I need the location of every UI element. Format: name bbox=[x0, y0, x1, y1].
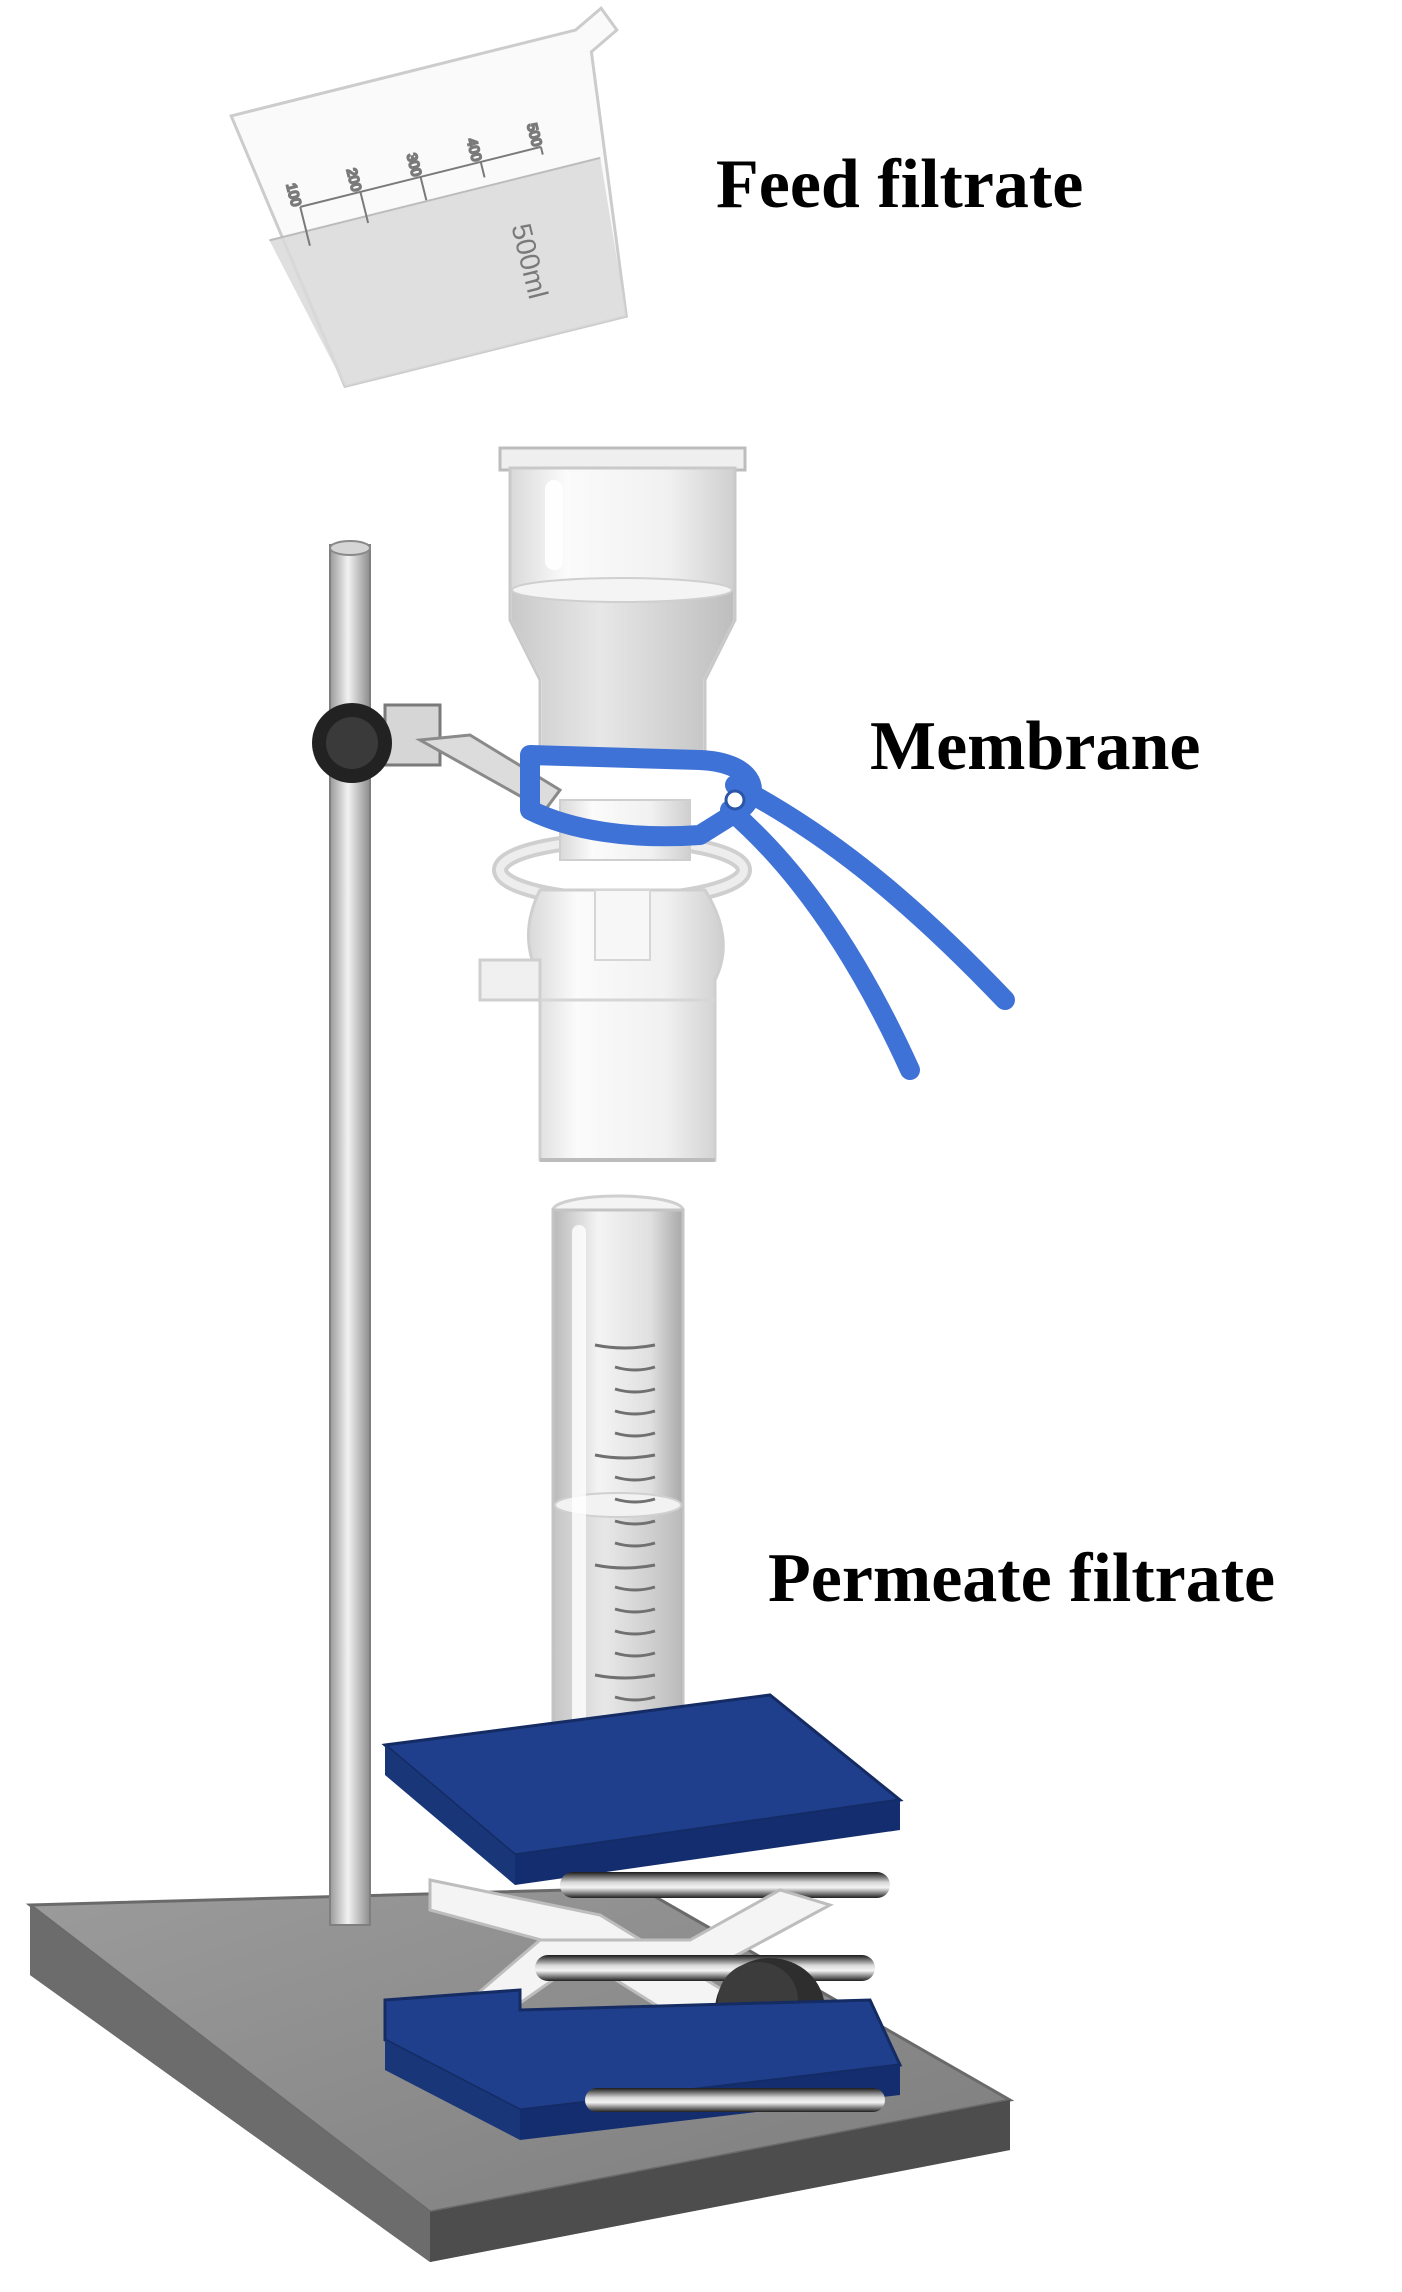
graduation-mark bbox=[614, 1431, 656, 1438]
graduation-mark bbox=[614, 1387, 656, 1394]
graduation-mark bbox=[594, 1673, 656, 1680]
graduation-mark bbox=[614, 1519, 656, 1526]
graduation-mark bbox=[594, 1563, 656, 1570]
graduation-mark bbox=[614, 1497, 656, 1504]
graduation-mark bbox=[614, 1629, 656, 1636]
graduation-mark bbox=[614, 1541, 656, 1548]
beaker-scale-tick bbox=[419, 176, 428, 201]
receiving-flask bbox=[478, 888, 725, 1162]
graduation-mark bbox=[614, 1475, 656, 1482]
blue-clamp bbox=[520, 745, 1015, 1080]
graduation-mark bbox=[614, 1607, 656, 1614]
membrane-label: Membrane bbox=[870, 708, 1201, 785]
beaker-scale-tick bbox=[299, 206, 311, 246]
feed-filtrate-label: Feed filtrate bbox=[716, 146, 1084, 223]
beaker-scale-baseline bbox=[299, 145, 542, 208]
graduation-mark bbox=[594, 1453, 656, 1460]
permeate-filtrate-label: Permeate filtrate bbox=[768, 1540, 1276, 1617]
beaker-scale-marks: 100 200 300 400 500 bbox=[283, 120, 546, 246]
graduated-cylinder bbox=[516, 1194, 720, 1794]
lab-jack bbox=[381, 1693, 904, 2140]
graduation-mark bbox=[614, 1695, 656, 1702]
graduation-mark bbox=[614, 1409, 656, 1416]
cylinder-graduation-marks bbox=[594, 1343, 656, 1724]
graduation-mark bbox=[614, 1585, 656, 1592]
graduation-mark bbox=[614, 1365, 656, 1372]
filter-funnel bbox=[498, 446, 747, 762]
beaker-scale-label: 200 bbox=[344, 166, 365, 193]
beaker-scale-tick bbox=[479, 161, 486, 178]
beaker-scale-label: 100 bbox=[284, 181, 305, 208]
beaker-scale-label: 500 bbox=[524, 121, 545, 148]
beaker-scale-tick bbox=[359, 191, 370, 224]
graduation-mark bbox=[594, 1343, 656, 1350]
beaker-scale-label: 300 bbox=[404, 151, 425, 178]
beaker-scale-label: 400 bbox=[464, 136, 485, 163]
beaker-scale-tick bbox=[539, 146, 544, 155]
graduation-mark bbox=[614, 1651, 656, 1658]
